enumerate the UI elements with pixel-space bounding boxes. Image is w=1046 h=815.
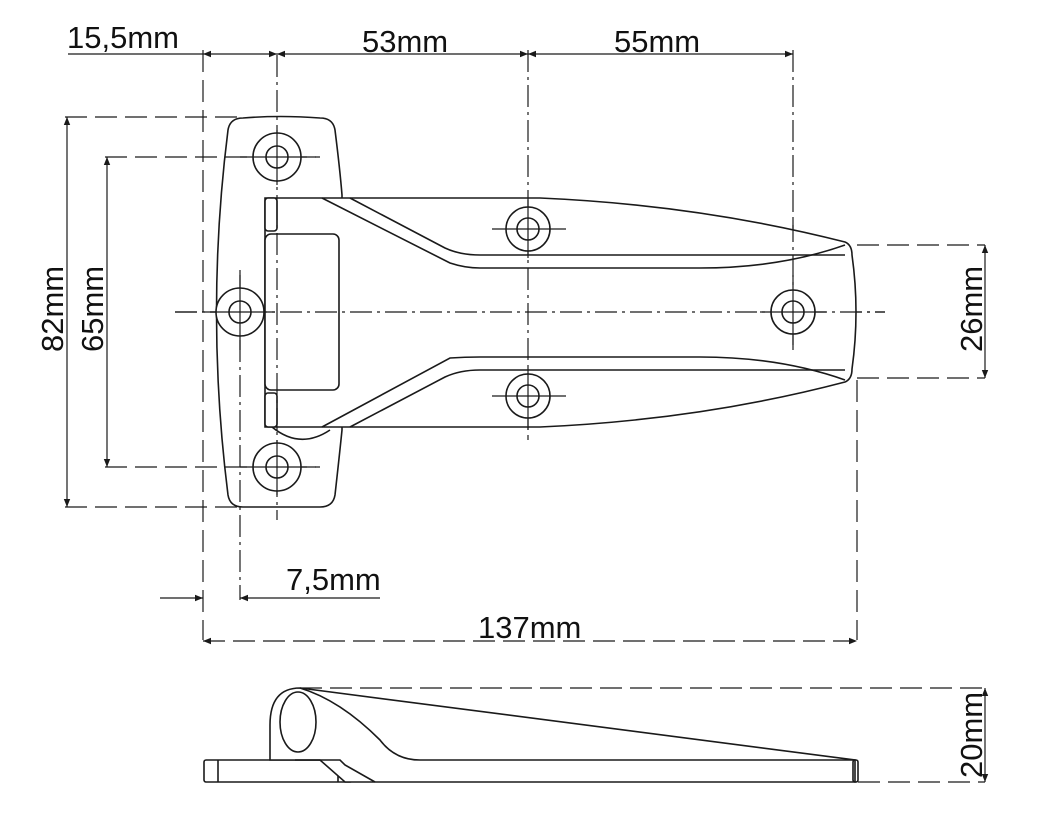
hole-leaf-top <box>240 130 316 185</box>
knuckle-curl <box>271 426 331 441</box>
knuckle-top <box>264 197 278 232</box>
dim-label-55: 55mm <box>614 24 700 59</box>
strap-ridge-bottom-inner <box>349 369 845 428</box>
hole-strap-top <box>492 200 566 258</box>
side-strap-ridge <box>299 687 855 761</box>
dim-label-65: 65mm <box>75 266 110 352</box>
dim-label-53: 53mm <box>362 24 448 59</box>
strap-ridge-bottom-outer <box>321 356 846 428</box>
knuckle-bottom <box>264 392 278 428</box>
side-strap-profile <box>269 687 856 783</box>
dim-label-82: 82mm <box>35 266 70 352</box>
hole-leaf-middle <box>205 275 275 350</box>
side-strap-tip <box>852 759 859 783</box>
hole-leaf-bottom <box>240 440 316 495</box>
strap-ridge-top-outer <box>321 197 846 269</box>
dim-label-15-5: 15,5mm <box>67 20 179 55</box>
dim-label-7-5: 7,5mm <box>286 562 381 597</box>
leaf-plate <box>215 115 343 508</box>
side-view: 20mm <box>203 687 989 783</box>
hole-tail <box>760 275 826 350</box>
dim-label-26: 26mm <box>954 266 989 352</box>
dim-label-20: 20mm <box>954 692 989 778</box>
strap-ridge-top-inner <box>349 197 845 256</box>
top-view: 15,5mm 53mm 55mm 82mm 65mm 26mm 7,5mm 13… <box>35 20 989 645</box>
side-knuckle-pin <box>279 691 317 753</box>
hole-strap-bottom <box>492 368 566 428</box>
dim-label-137: 137mm <box>478 610 581 645</box>
